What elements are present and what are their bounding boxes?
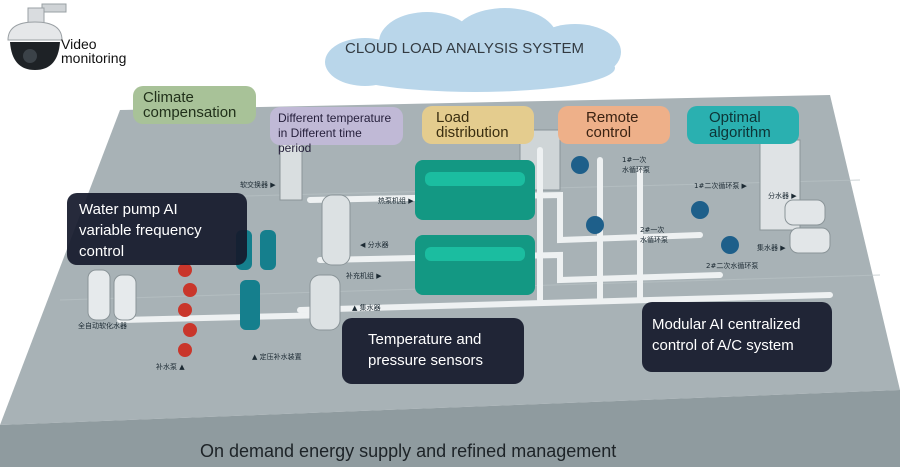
tag-load-distribution: Load distribution (422, 106, 534, 144)
footer-caption: On demand energy supply and refined mana… (200, 441, 617, 461)
label-supplement-unit: 补充机组 ▶ (346, 272, 382, 280)
label-secondary-pump-2: 2#二次水循环泵 (706, 262, 759, 270)
label-primary-pump-1: 1#一次 水循环泵 (622, 156, 650, 174)
softener-tanks (87, 269, 137, 321)
makeup-pumps (178, 263, 197, 357)
chiller-units (415, 160, 535, 295)
label-pressure-makeup: ▲ 定压补水装置 (252, 353, 302, 361)
callout-water-pump: Water pump AI variable frequency control (67, 193, 247, 265)
video-monitoring-label: Video monitoring (61, 36, 127, 66)
circulating-pumps (571, 156, 739, 254)
cloud-shape (325, 8, 621, 92)
tag-different-temperature: Different temperature in Different time … (270, 107, 403, 155)
tag-climate-compensation: Climate compensation (133, 86, 256, 124)
platform-front (0, 390, 900, 467)
label-water-collector: ▲ 集水器 (352, 304, 381, 312)
tag-remote-control: Remote control (558, 106, 670, 144)
label-makeup-pump: 补水泵 ▲ (156, 363, 185, 371)
label-water-distributor: ◀ 分水器 (360, 241, 389, 249)
label-softener: 全自动软化水器 (78, 322, 127, 330)
callout-sensors: Temperature and pressure sensors (342, 318, 524, 384)
label-right-collector: 集水器 ▶ (757, 244, 786, 252)
label-heat-pump: 热泵机组 ▶ (378, 197, 414, 205)
label-right-distributor: 分水器 ▶ (768, 192, 797, 200)
tag-optimal-algorithm: Optimal algorithm (687, 106, 799, 144)
label-primary-pump-2: 2#一次 水循环泵 (640, 226, 668, 244)
label-secondary-pump-1: 1#二次循环泵 ▶ (694, 182, 747, 190)
camera-icon (7, 3, 67, 70)
callout-modular-control: Modular AI centralized control of A/C sy… (642, 302, 832, 372)
label-soft-exchanger: 软交换器 ▶ (240, 181, 276, 189)
cloud-title: CLOUD LOAD ANALYSIS SYSTEM (345, 40, 584, 57)
